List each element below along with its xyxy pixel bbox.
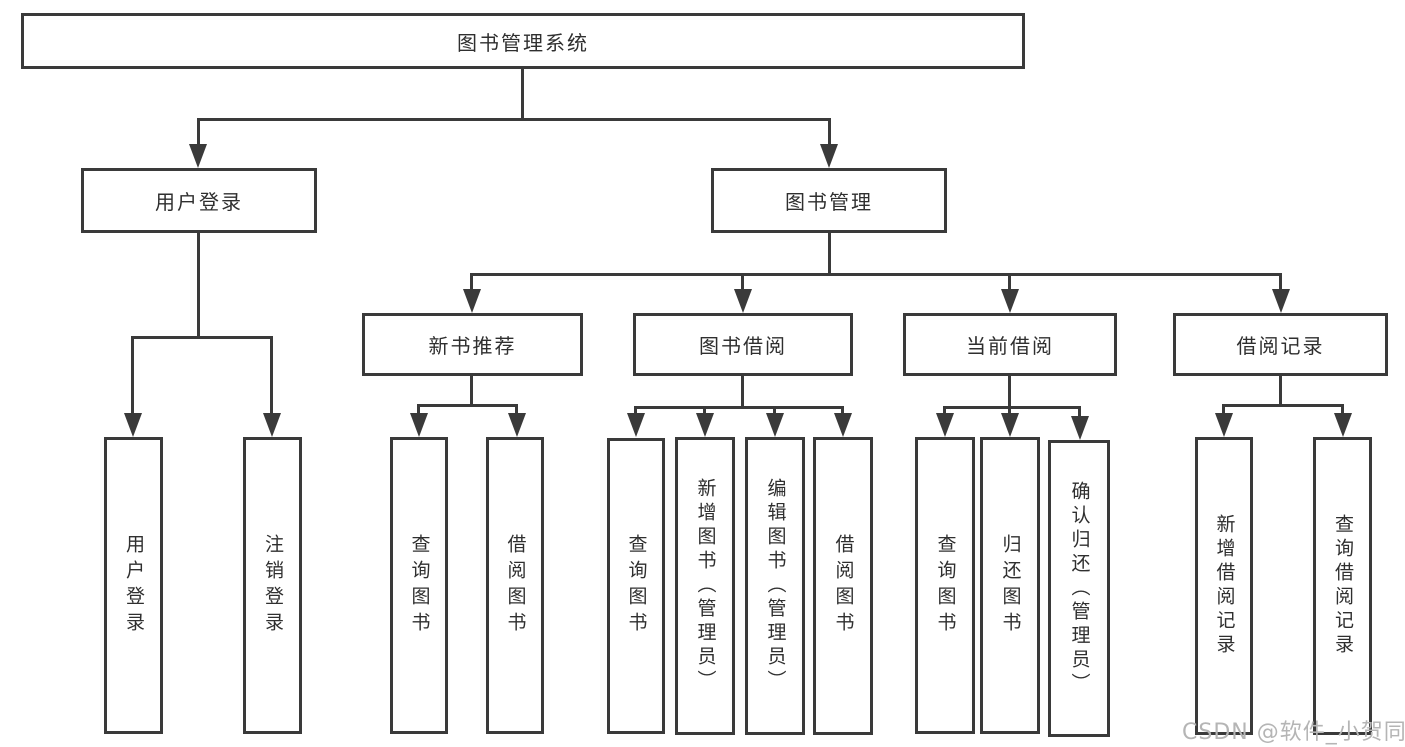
node-new-books: 新书推荐 (362, 313, 583, 376)
arrowhead-bb-add (696, 413, 714, 437)
connector-root-stem (521, 69, 524, 118)
leaf-logout-label: 注销登录 (262, 533, 284, 638)
connector-arrow-line-book-borrow (741, 273, 744, 293)
connector-arrow-line-cb-query (943, 406, 946, 418)
arrowhead-nb-query (410, 413, 428, 437)
leaf-bb-edit-books-admin: 编辑图书（管理员） (745, 437, 805, 735)
connector-borrow-records-bar (1222, 404, 1342, 407)
connector-arrow-line-current-borrow (1008, 273, 1011, 293)
leaf-cb-return-books: 归还图书 (980, 437, 1040, 734)
arrowhead-cb-confirm (1071, 416, 1089, 440)
leaf-cb-confirm-return-admin-label: 确认归还（管理员） (1068, 480, 1091, 697)
leaf-nb-query-books: 查询图书 (390, 437, 448, 734)
connector-borrow-records-stem (1279, 376, 1282, 407)
connector-arrow-line-nb-borrow (515, 404, 518, 418)
leaf-bb-edit-books-admin-label: 编辑图书（管理员） (764, 478, 787, 694)
leaf-bb-add-books-admin: 新增图书（管理员） (675, 437, 735, 735)
connector-book-mgmt-stem (828, 233, 831, 276)
connector-book-borrow-bar (634, 406, 844, 409)
arrowhead-logout-leaf (263, 413, 281, 437)
connector-arrow-line-book-mgmt (828, 118, 831, 150)
connector-arrow-line-bb-add (703, 406, 706, 418)
connector-new-books-stem (470, 376, 473, 407)
leaf-br-query-record: 查询借阅记录 (1313, 437, 1372, 735)
arrowhead-br-add (1215, 413, 1233, 437)
connector-current-borrow-stem (1008, 376, 1011, 409)
connector-level2-bar (197, 118, 831, 121)
leaf-bb-borrow-books: 借阅图书 (813, 437, 873, 735)
leaf-bb-query-books-label: 查询图书 (625, 534, 648, 638)
leaf-br-add-record-label: 新增借阅记录 (1213, 514, 1236, 658)
node-borrow-records: 借阅记录 (1173, 313, 1388, 376)
node-book-management: 图书管理 (711, 168, 947, 233)
leaf-user-login-label: 用户登录 (123, 533, 145, 638)
connector-arrow-line-new-books (470, 273, 473, 293)
arrowhead-bb-edit (766, 413, 784, 437)
node-current-borrow: 当前借阅 (903, 313, 1117, 376)
arrowhead-book-mgmt (820, 144, 838, 168)
connector-arrow-line-nb-query (417, 404, 420, 418)
connector-arrow-line-user-login (197, 118, 200, 150)
node-current-borrow-label: 当前借阅 (966, 334, 1054, 358)
node-root-label: 图书管理系统 (457, 30, 589, 55)
arrowhead-login-leaf (124, 413, 142, 437)
node-book-borrow: 图书借阅 (633, 313, 853, 376)
node-borrow-records-label: 借阅记录 (1236, 334, 1325, 358)
connector-arrow-line-borrow-records (1279, 273, 1282, 293)
leaf-cb-confirm-return-admin: 确认归还（管理员） (1048, 440, 1110, 737)
leaf-nb-query-books-label: 查询图书 (408, 533, 431, 638)
leaf-bb-query-books: 查询图书 (607, 438, 665, 734)
leaf-cb-return-books-label: 归还图书 (999, 533, 1022, 638)
node-user-login: 用户登录 (81, 168, 317, 233)
leaf-br-add-record: 新增借阅记录 (1195, 437, 1253, 735)
connector-arrow-line-br-query (1341, 404, 1344, 418)
arrowhead-bb-borrow (834, 413, 852, 437)
arrowhead-nb-borrow (508, 413, 526, 437)
connector-current-borrow-bar (943, 406, 1081, 409)
leaf-cb-query-books-label: 查询图书 (934, 533, 957, 638)
leaf-br-query-record-label: 查询借阅记录 (1332, 514, 1354, 658)
arrowhead-book-borrow (734, 289, 752, 313)
node-root: 图书管理系统 (21, 13, 1025, 69)
arrowhead-bb-query (627, 413, 645, 437)
arrowhead-cb-return (1001, 413, 1019, 437)
arrowhead-br-query (1334, 413, 1352, 437)
node-book-borrow-label: 图书借阅 (699, 334, 787, 358)
node-user-login-label: 用户登录 (155, 190, 243, 214)
connector-arrow-line-br-add (1222, 404, 1225, 418)
csdn-watermark: CSDN @软件_小贺同学 (1182, 720, 1405, 745)
connector-level3-bar (470, 273, 1282, 276)
node-book-management-label: 图书管理 (785, 190, 873, 214)
connector-arrow-line-bb-query (634, 406, 637, 418)
leaf-bb-add-books-admin-label: 新增图书（管理员） (694, 478, 717, 694)
arrowhead-cb-query (936, 413, 954, 437)
connector-arrow-line-cb-confirm (1078, 406, 1081, 418)
connector-arrow-line-cb-return (1008, 406, 1011, 418)
leaf-nb-borrow-books-label: 借阅图书 (504, 533, 527, 638)
arrowhead-current-borrow (1001, 289, 1019, 313)
leaf-user-login: 用户登录 (104, 437, 163, 734)
connector-arrow-line-bb-edit (773, 406, 776, 418)
connector-arrow-line-bb-borrow (841, 406, 844, 418)
connector-book-borrow-stem (741, 376, 744, 409)
connector-arrow-line-logout-leaf (270, 336, 273, 418)
connector-user-login-bar (131, 336, 273, 339)
leaf-nb-borrow-books: 借阅图书 (486, 437, 544, 734)
node-new-books-label: 新书推荐 (428, 334, 517, 358)
arrowhead-new-books (463, 289, 481, 313)
connector-new-books-bar (417, 404, 518, 407)
connector-arrow-line-login-leaf (131, 336, 134, 418)
arrowhead-user-login (189, 144, 207, 168)
leaf-logout: 注销登录 (243, 437, 302, 734)
leaf-cb-query-books: 查询图书 (915, 437, 975, 734)
leaf-bb-borrow-books-label: 借阅图书 (832, 534, 855, 638)
connector-user-login-stem (197, 233, 200, 339)
arrowhead-borrow-records (1272, 289, 1290, 313)
